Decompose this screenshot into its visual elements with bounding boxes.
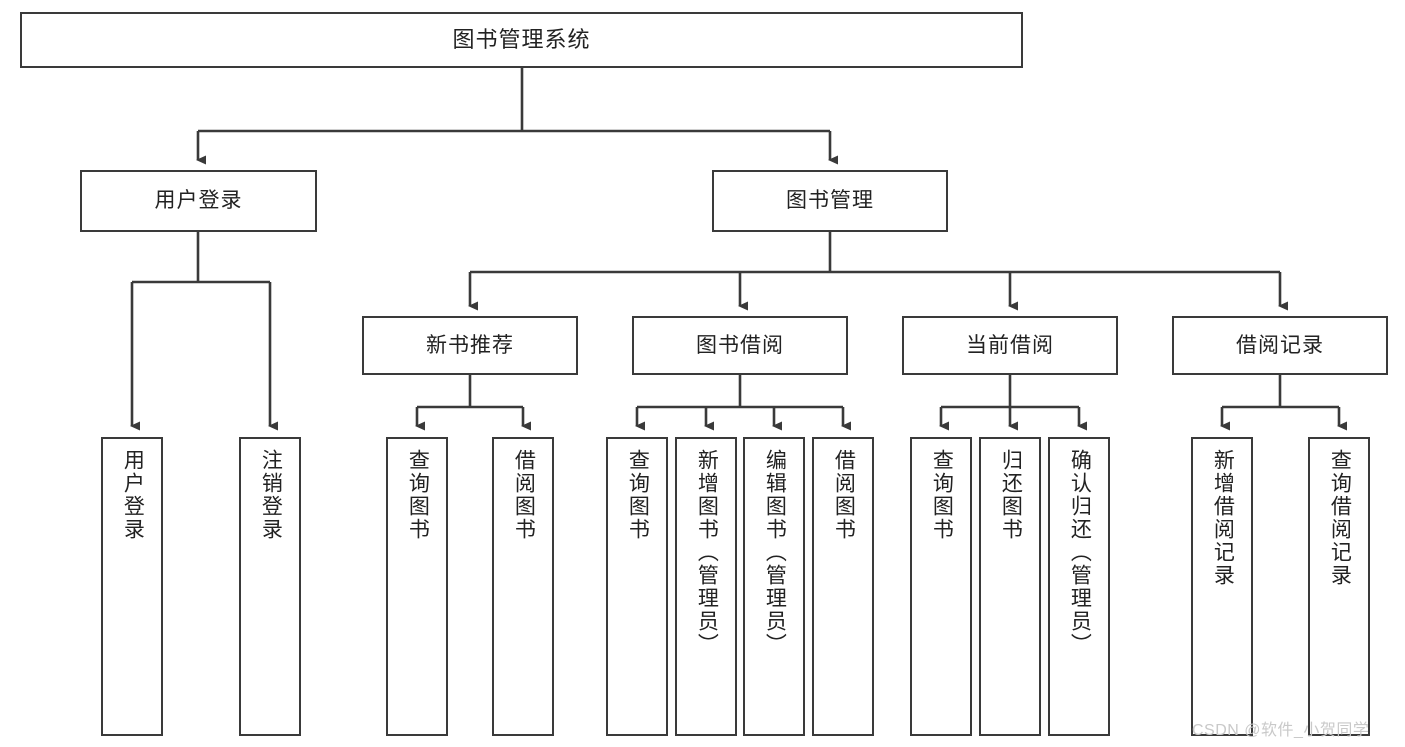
node-leaf-edit-book-admin[interactable]: 编辑图书（管理员） [743, 437, 805, 736]
node-leaf-query-borrow-record[interactable]: 查询借阅记录 [1308, 437, 1370, 736]
node-label: 图书管理系统 [452, 26, 591, 52]
node-label: 当前借阅 [966, 333, 1054, 357]
node-leaf-query-book-c[interactable]: 查询图书 [910, 437, 972, 736]
node-label: 确认归还（管理员） [1068, 449, 1092, 656]
node-leaf-return-book[interactable]: 归还图书 [979, 437, 1041, 736]
node-leaf-query-book-a[interactable]: 查询图书 [386, 437, 448, 736]
node-label: 新书推荐 [426, 333, 514, 357]
node-label: 借阅记录 [1236, 333, 1324, 357]
watermark-text: CSDN @软件_小贺同学 [1192, 722, 1370, 739]
node-borrow-record[interactable]: 借阅记录 [1172, 316, 1388, 375]
node-label: 注销登录 [259, 449, 283, 541]
node-label: 新增借阅记录 [1211, 449, 1235, 587]
node-label: 查询借阅记录 [1328, 449, 1352, 587]
node-label: 查询图书 [930, 449, 954, 541]
node-book-management[interactable]: 图书管理 [712, 170, 948, 232]
node-root-system[interactable]: 图书管理系统 [20, 12, 1023, 68]
node-leaf-logout[interactable]: 注销登录 [239, 437, 301, 736]
node-label: 编辑图书（管理员） [763, 449, 787, 656]
node-current-borrow[interactable]: 当前借阅 [902, 316, 1118, 375]
node-leaf-borrow-book-a[interactable]: 借阅图书 [492, 437, 554, 736]
node-leaf-add-book-admin[interactable]: 新增图书（管理员） [675, 437, 737, 736]
node-label: 用户登录 [121, 449, 145, 541]
node-label: 图书借阅 [696, 333, 784, 357]
node-label: 用户登录 [154, 189, 243, 213]
node-label: 图书管理 [786, 189, 874, 213]
node-leaf-borrow-book-b[interactable]: 借阅图书 [812, 437, 874, 736]
node-leaf-add-borrow-record[interactable]: 新增借阅记录 [1191, 437, 1253, 736]
node-book-borrow[interactable]: 图书借阅 [632, 316, 848, 375]
node-label: 新增图书（管理员） [695, 449, 719, 656]
node-user-login[interactable]: 用户登录 [80, 170, 317, 232]
node-label: 查询图书 [626, 449, 650, 541]
node-label: 借阅图书 [832, 449, 856, 541]
node-leaf-confirm-return-admin[interactable]: 确认归还（管理员） [1048, 437, 1110, 736]
node-new-book-recommend[interactable]: 新书推荐 [362, 316, 578, 375]
node-leaf-query-book-b[interactable]: 查询图书 [606, 437, 668, 736]
node-label: 借阅图书 [512, 449, 536, 541]
node-leaf-user-login[interactable]: 用户登录 [101, 437, 163, 736]
node-label: 查询图书 [406, 449, 430, 541]
node-label: 归还图书 [999, 449, 1023, 541]
